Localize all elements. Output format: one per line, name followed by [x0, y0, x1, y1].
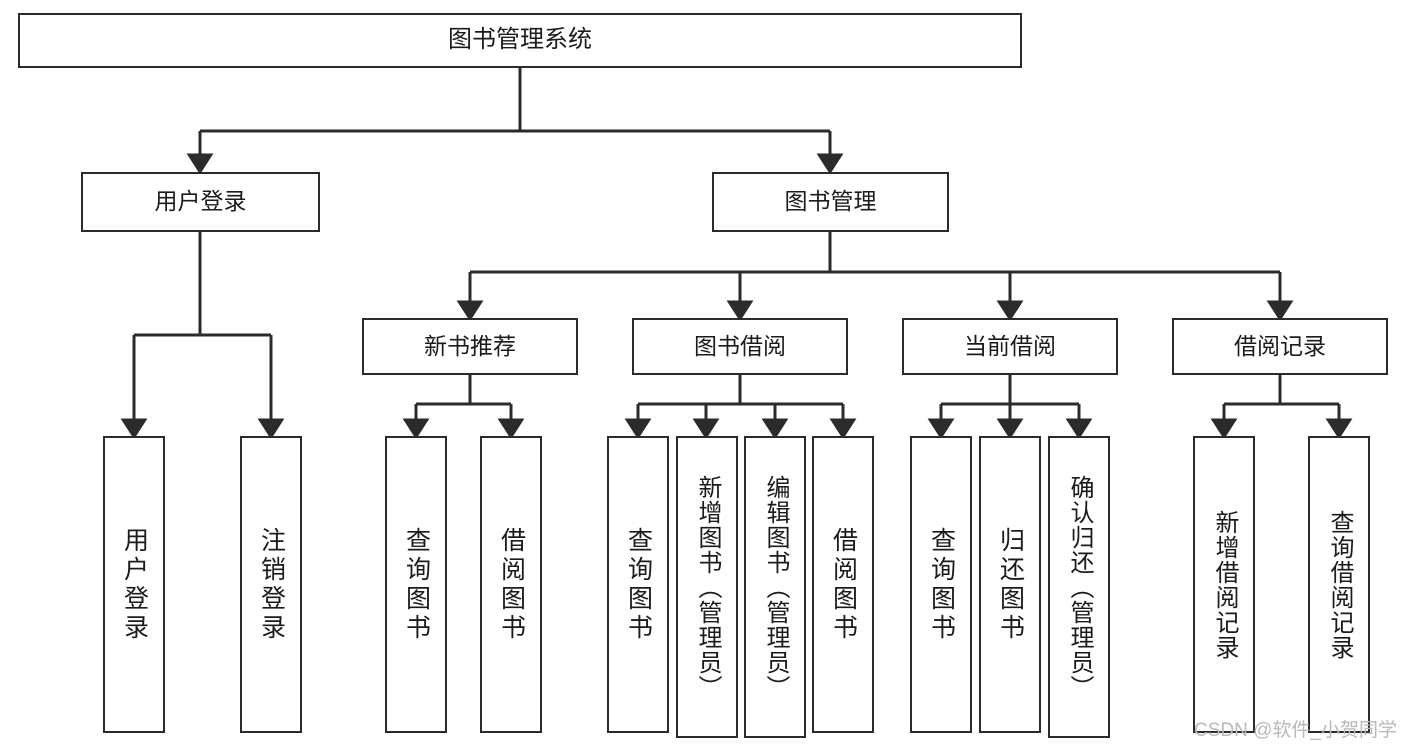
- node-leaf-query-record[interactable]: 查询借阅记录: [1308, 436, 1370, 733]
- node-leaf-query-book-3-label: 查询图书: [927, 526, 956, 643]
- node-leaf-return-book-label: 归还图书: [996, 526, 1025, 643]
- node-book-borrow[interactable]: 图书借阅: [632, 318, 848, 375]
- node-user-login-label: 用户登录: [154, 188, 247, 215]
- node-leaf-add-book-label: 新增图书（管理员）: [694, 474, 721, 700]
- node-leaf-return-book[interactable]: 归还图书: [979, 436, 1041, 733]
- node-current-borrow-label: 当前借阅: [964, 332, 1056, 359]
- node-leaf-user-login[interactable]: 用户登录: [103, 436, 165, 733]
- node-leaf-borrow-book-2-label: 借阅图书: [829, 526, 858, 643]
- node-leaf-confirm-return-label: 确认归还（管理员）: [1066, 474, 1093, 700]
- node-leaf-add-record-label: 新增借阅记录: [1211, 509, 1238, 660]
- node-borrow-record[interactable]: 借阅记录: [1172, 318, 1388, 375]
- node-leaf-query-book-2-label: 查询图书: [624, 526, 653, 643]
- node-leaf-user-login-label: 用户登录: [120, 526, 149, 643]
- node-leaf-edit-book[interactable]: 编辑图书（管理员）: [744, 436, 806, 738]
- node-leaf-query-book-1-label: 查询图书: [402, 526, 431, 643]
- node-leaf-borrow-book-1-label: 借阅图书: [497, 526, 526, 643]
- node-leaf-add-book[interactable]: 新增图书（管理员）: [676, 436, 738, 738]
- watermark: CSDN @软件_小贺同学: [1194, 720, 1397, 741]
- node-leaf-confirm-return[interactable]: 确认归还（管理员）: [1048, 436, 1110, 738]
- node-leaf-query-book-2[interactable]: 查询图书: [607, 436, 669, 733]
- node-leaf-query-book-3[interactable]: 查询图书: [910, 436, 972, 733]
- node-user-login[interactable]: 用户登录: [81, 172, 320, 232]
- node-book-manage-label: 图书管理: [784, 188, 877, 215]
- node-leaf-add-record[interactable]: 新增借阅记录: [1193, 436, 1255, 733]
- node-current-borrow[interactable]: 当前借阅: [902, 318, 1118, 375]
- node-book-manage[interactable]: 图书管理: [712, 172, 949, 232]
- node-leaf-query-record-label: 查询借阅记录: [1326, 509, 1353, 660]
- node-leaf-edit-book-label: 编辑图书（管理员）: [762, 474, 789, 700]
- node-leaf-logout[interactable]: 注销登录: [240, 436, 302, 733]
- node-leaf-borrow-book-1[interactable]: 借阅图书: [480, 436, 542, 733]
- node-leaf-query-book-1[interactable]: 查询图书: [385, 436, 447, 733]
- node-root-label: 图书管理系统: [448, 26, 592, 54]
- node-borrow-record-label: 借阅记录: [1234, 332, 1326, 359]
- node-new-book-recommend-label: 新书推荐: [424, 332, 516, 359]
- node-book-borrow-label: 图书借阅: [694, 332, 786, 359]
- node-root[interactable]: 图书管理系统: [18, 13, 1022, 68]
- node-new-book-recommend[interactable]: 新书推荐: [362, 318, 578, 375]
- node-leaf-logout-label: 注销登录: [257, 526, 286, 643]
- node-leaf-borrow-book-2[interactable]: 借阅图书: [812, 436, 874, 733]
